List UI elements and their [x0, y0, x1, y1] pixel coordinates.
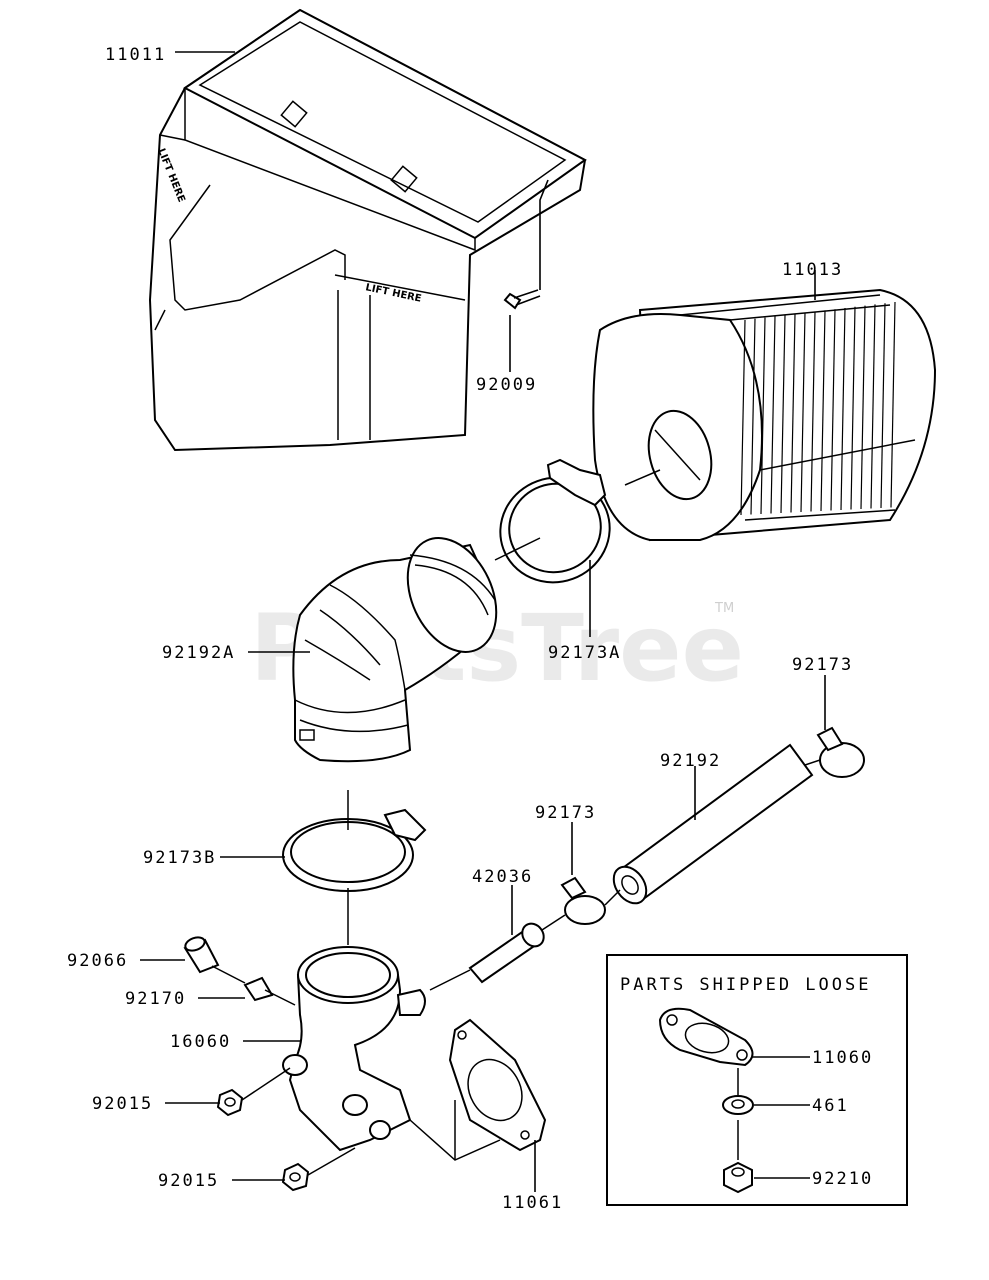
hose-clamp-92173B[interactable] — [282, 808, 427, 892]
fitting-42036[interactable] — [468, 919, 548, 984]
label-92015-b[interactable]: 92015 — [158, 1171, 219, 1191]
filter-pleat — [820, 310, 826, 512]
filter-pleat — [790, 313, 796, 513]
filter-pleat — [760, 317, 766, 515]
washer-461[interactable] — [722, 1095, 754, 1115]
intake-elbow-16060[interactable] — [282, 946, 426, 1152]
filter-pleat — [880, 303, 886, 509]
nut-92015-a[interactable] — [216, 1088, 244, 1117]
guide-lines — [211, 469, 821, 1176]
label-92173B[interactable]: 92173B — [143, 848, 216, 868]
filter-pleat — [770, 316, 776, 514]
label-92170[interactable]: 92170 — [125, 989, 186, 1009]
loose-box-title: PARTS SHIPPED LOOSE — [620, 975, 871, 995]
label-92173-mid[interactable]: 92173 — [535, 803, 596, 823]
label-92009[interactable]: 92009 — [476, 375, 537, 395]
label-11061[interactable]: 11061 — [502, 1193, 563, 1213]
hose-clamp-92173-top[interactable] — [816, 726, 865, 778]
gasket-11060[interactable] — [658, 1007, 754, 1067]
clamp-92170[interactable] — [243, 976, 274, 1002]
screw-92009[interactable] — [503, 289, 541, 310]
parts-shipped-loose-box: PARTS SHIPPED LOOSE 11060 461 92210 — [606, 954, 908, 1206]
leader-lines — [140, 51, 826, 1192]
nut-92210[interactable] — [723, 1161, 753, 1194]
filter-pleat — [850, 306, 856, 510]
filter-pleat — [870, 304, 876, 509]
filter-pleat — [860, 305, 866, 510]
label-92192A[interactable]: 92192A — [162, 643, 235, 663]
hose-clamp-92173A[interactable] — [486, 458, 625, 598]
elbow-hose-92192A[interactable] — [292, 524, 513, 763]
watermark-tm: TM — [714, 601, 734, 616]
label-92192[interactable]: 92192 — [660, 751, 721, 771]
hose-92192[interactable] — [607, 743, 814, 909]
filter-pleat — [810, 311, 816, 512]
filter-pleat — [840, 307, 846, 511]
label-92210[interactable]: 92210 — [812, 1169, 873, 1189]
label-92015-a[interactable]: 92015 — [92, 1094, 153, 1114]
filter-pleat — [800, 312, 806, 513]
label-92173A[interactable]: 92173A — [548, 643, 621, 663]
filter-pleat — [780, 315, 786, 514]
label-42036[interactable]: 42036 — [472, 867, 533, 887]
filter-pleat — [740, 319, 746, 516]
label-16060[interactable]: 16060 — [170, 1032, 231, 1052]
filter-pleat — [890, 301, 896, 508]
nut-92015-b[interactable] — [281, 1162, 310, 1192]
filter-pleat — [750, 318, 756, 515]
gasket-11061[interactable] — [448, 1018, 547, 1152]
plug-92066[interactable] — [183, 935, 220, 974]
hose-clamp-92173-mid[interactable] — [560, 876, 606, 925]
air-cleaner-cover-11011[interactable]: LIFT HERE LIFT HERE — [148, 8, 587, 452]
label-11011[interactable]: 11011 — [105, 45, 166, 65]
filter-pleat — [830, 309, 836, 511]
label-92066[interactable]: 92066 — [67, 951, 128, 971]
label-461[interactable]: 461 — [812, 1096, 849, 1116]
label-11013[interactable]: 11013 — [782, 260, 843, 280]
label-11060[interactable]: 11060 — [812, 1048, 873, 1068]
label-92173-top[interactable]: 92173 — [792, 655, 853, 675]
air-filter-element-11013[interactable] — [592, 288, 937, 542]
